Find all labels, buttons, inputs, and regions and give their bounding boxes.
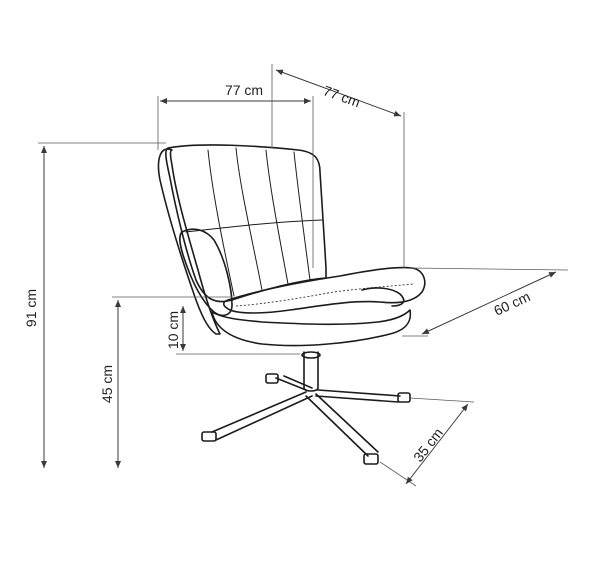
foot-right xyxy=(397,392,411,403)
side-cushion xyxy=(179,228,233,317)
back-channel-3 xyxy=(265,149,289,285)
seat-seam xyxy=(235,283,415,307)
base-leg-back xyxy=(275,375,313,391)
foot-front xyxy=(363,453,379,465)
label-seat-height: 45 cm xyxy=(99,365,115,403)
armchair-drawing xyxy=(157,144,426,465)
dim-base-leg xyxy=(405,403,469,485)
back-channel-2 xyxy=(235,147,263,291)
back-channel-4 xyxy=(293,151,311,281)
label-seat-thickness: 10 cm xyxy=(165,311,181,349)
dim-seat-depth xyxy=(421,271,557,335)
pedestal-column xyxy=(303,351,319,392)
back-channel-1 xyxy=(207,149,235,297)
ext-base-right xyxy=(409,397,475,403)
label-base-leg: 35 cm xyxy=(410,425,446,465)
seat-shell xyxy=(211,309,412,347)
backrest-shell xyxy=(157,148,221,335)
label-width-top: 77 cm xyxy=(225,82,263,98)
base-leg-right xyxy=(315,389,401,403)
base-leg-left xyxy=(211,391,313,441)
base-leg-front xyxy=(305,393,379,457)
dim-depth-top xyxy=(275,69,402,117)
ext-depth-front xyxy=(409,267,569,271)
back-band xyxy=(185,219,323,233)
foot-left xyxy=(201,431,217,442)
label-depth-top: 77 cm xyxy=(321,82,362,110)
seat-cushion xyxy=(222,266,426,314)
backrest-front xyxy=(165,144,327,303)
dimension-labels: 77 cm 77 cm 91 cm 45 cm 10 cm 60 cm 35 c… xyxy=(23,82,533,465)
seat-front-roll xyxy=(361,287,405,307)
pedestal-cap xyxy=(301,351,321,359)
label-height-total: 91 cm xyxy=(23,289,39,327)
foot-back xyxy=(265,373,279,384)
ext-base-front xyxy=(379,461,417,487)
dimension-lines xyxy=(38,64,569,487)
